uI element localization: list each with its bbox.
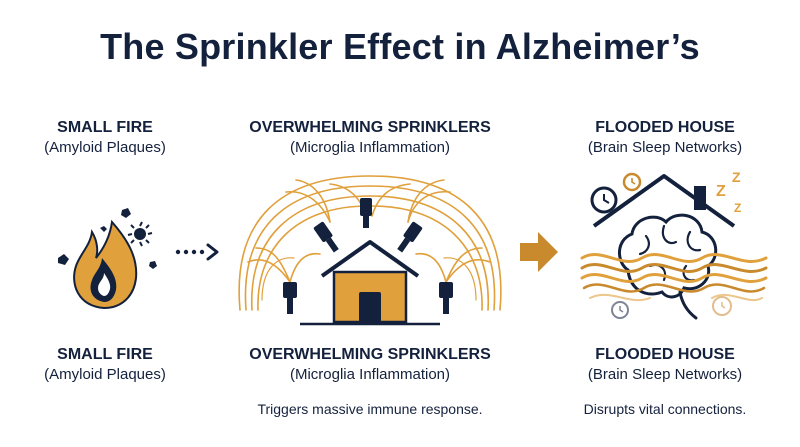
- panel-flooded-house-caption: FLOODED HOUSE (Brain Sleep Networks) Dis…: [560, 345, 770, 417]
- panel-heading: SMALL FIRE: [57, 119, 153, 136]
- caption-heading: FLOODED HOUSE: [595, 346, 735, 363]
- sleep-z-mark: Z: [734, 201, 741, 215]
- panel-small-fire-caption: SMALL FIRE (Amyloid Plaques): [20, 345, 190, 385]
- panel-subheading: (Microglia Inflammation): [289, 139, 451, 156]
- sleep-z-marks: Z Z Z: [716, 169, 741, 215]
- panel-small-fire-label: SMALL FIRE (Amyloid Plaques): [20, 118, 190, 158]
- solid-arrow-icon: [520, 232, 558, 272]
- caption-subheading: (Brain Sleep Networks): [587, 366, 743, 383]
- caption-subheading: (Amyloid Plaques): [44, 366, 166, 383]
- panel-flooded-house-label: FLOODED HOUSE (Brain Sleep Networks): [560, 118, 770, 158]
- sprinkler-head-icons: [283, 198, 453, 314]
- clock-icons: [590, 172, 732, 319]
- house-icon: [300, 240, 440, 326]
- caption-note: Disrupts vital connections.: [583, 401, 747, 417]
- caption-note: Triggers massive immune response.: [257, 401, 483, 417]
- sleep-z-mark: Z: [716, 183, 726, 200]
- fire-icon: [73, 219, 138, 310]
- panel-subheading: (Brain Sleep Networks): [587, 139, 743, 156]
- panel-sprinklers-label: OVERWHELMING SPRINKLERS (Microglia Infla…: [200, 118, 540, 158]
- panel-heading: FLOODED HOUSE: [595, 119, 735, 136]
- caption-heading: SMALL FIRE: [57, 346, 153, 363]
- water-spray-arcs: [238, 175, 502, 311]
- panel-sprinklers-caption: OVERWHELMING SPRINKLERS (Microglia Infla…: [200, 345, 540, 417]
- panel-heading: OVERWHELMING SPRINKLERS: [249, 119, 491, 136]
- dotted-arrow-icon: [175, 243, 219, 261]
- amyloid-particles-icon: [58, 208, 157, 269]
- flood-waves: [580, 253, 768, 302]
- page-title: The Sprinkler Effect in Alzheimer’s: [100, 26, 700, 67]
- panel-subheading: (Amyloid Plaques): [44, 139, 166, 156]
- caption-heading: OVERWHELMING SPRINKLERS: [249, 346, 491, 363]
- sleep-z-mark: Z: [732, 169, 741, 185]
- caption-subheading: (Microglia Inflammation): [289, 366, 451, 383]
